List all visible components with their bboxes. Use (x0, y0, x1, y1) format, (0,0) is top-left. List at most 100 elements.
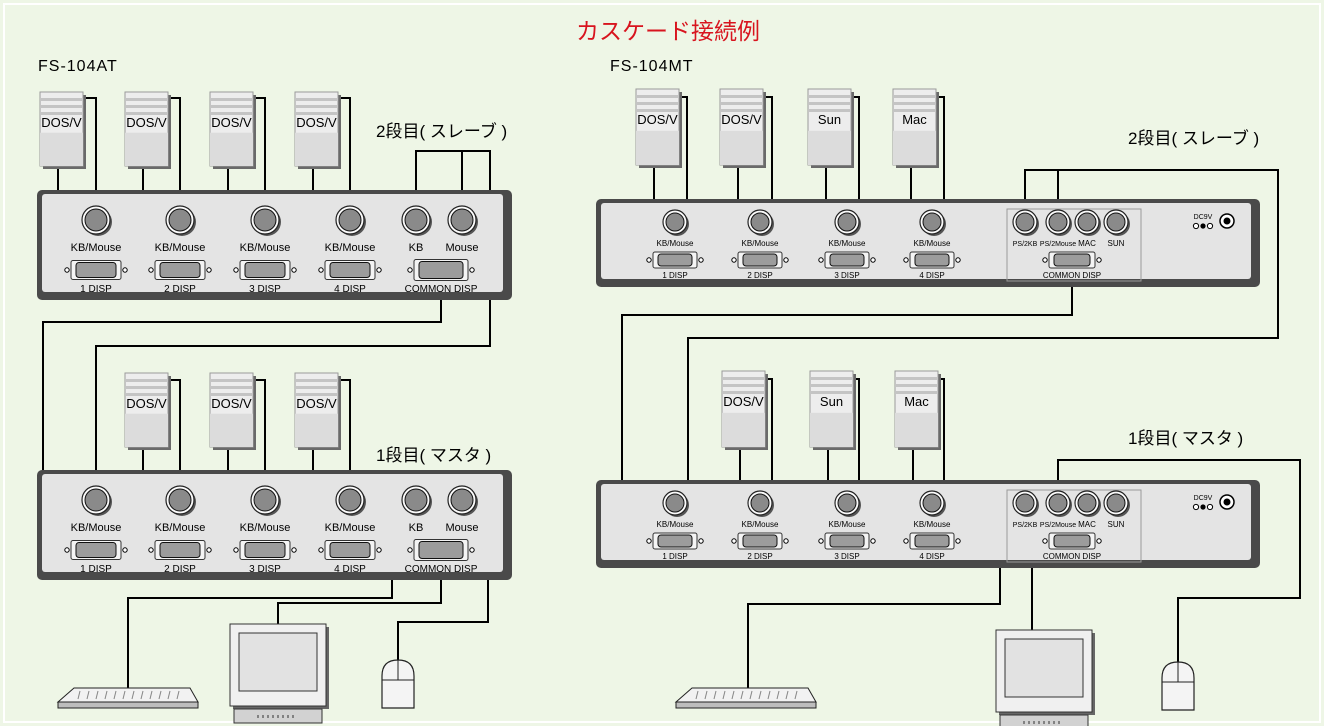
port-inner (750, 212, 770, 232)
disp-label: 1 DISP (662, 552, 687, 561)
disp-connector (903, 532, 961, 550)
kb-cable (338, 379, 351, 486)
dsub-screw (291, 267, 297, 273)
dsub-screw (903, 538, 909, 544)
kb-mouse-port (662, 209, 689, 236)
port-label: KB/Mouse (155, 522, 206, 534)
dsub-body (829, 253, 865, 267)
port-inner (1015, 212, 1035, 232)
common-port (1103, 209, 1130, 236)
monitor-base (999, 714, 1089, 726)
drive-bay (722, 391, 765, 394)
kb-cable (83, 97, 97, 206)
computer-label: Mac (902, 112, 927, 127)
port-inner (1015, 493, 1035, 513)
kb-cable (168, 379, 181, 486)
computer-lower (808, 130, 851, 165)
port-inner (168, 208, 192, 232)
port-inner (404, 208, 428, 232)
key (149, 690, 153, 700)
mouse-icon (381, 659, 415, 709)
monitor-icon (229, 623, 329, 724)
computer-label: DOS/V (723, 394, 764, 409)
kb-cable (253, 97, 266, 206)
port-label: KB/Mouse (71, 522, 122, 534)
polarity-plus (1206, 222, 1214, 230)
dsub-screw (206, 547, 212, 553)
key (713, 690, 717, 700)
diagram-title: カスケード接続例 (576, 18, 760, 44)
disp-connector (64, 540, 128, 560)
dsub-screw (407, 547, 413, 553)
dsub-screw (955, 538, 961, 544)
dsub-screw (646, 257, 652, 263)
key (140, 690, 144, 700)
key (794, 690, 798, 700)
port-label: KB/Mouse (829, 239, 866, 248)
common-mouse-label: Mouse (445, 522, 478, 534)
disp-label: 2 DISP (747, 271, 772, 280)
key (704, 690, 708, 700)
port-inner (1048, 212, 1068, 232)
disp-label: 1 DISP (80, 284, 112, 295)
disp-connector (731, 251, 789, 269)
disp-label: 4 DISP (919, 552, 944, 561)
port-label: KB/Mouse (240, 522, 291, 534)
common-kb-port (401, 205, 432, 236)
mouse-body (381, 659, 415, 709)
dsub-screw (206, 267, 212, 273)
dsub-body (1053, 253, 1091, 267)
computer-tower-icon: DOS/V (124, 372, 171, 450)
kb-mouse-port (919, 209, 946, 236)
dsub-screw (1042, 538, 1048, 544)
port-inner (922, 212, 942, 232)
dsub-body (418, 541, 464, 559)
drive-bay (210, 386, 253, 389)
port-label: KB/Mouse (657, 239, 694, 248)
drive-bay (722, 384, 765, 387)
key (776, 690, 780, 700)
drive-bay (810, 377, 853, 380)
dsub-screw (1096, 257, 1102, 263)
drive-bay (295, 98, 338, 101)
keyboard-icon (674, 687, 817, 709)
disp-label: 4 DISP (334, 564, 366, 575)
disp-label: 3 DISP (834, 552, 859, 561)
key (95, 690, 99, 700)
computer-label: Sun (818, 112, 841, 127)
disp-connector (818, 532, 876, 550)
computer-lower (210, 132, 253, 166)
port-label: KB/Mouse (325, 242, 376, 254)
common-port (1045, 209, 1072, 236)
drive-bay (295, 105, 338, 108)
common-port (1074, 209, 1101, 236)
port-inner (404, 488, 428, 512)
key (167, 690, 171, 700)
dsub-body (829, 534, 865, 548)
port-inner (84, 488, 108, 512)
dsub-body (244, 542, 286, 558)
drive-bay (893, 109, 936, 112)
ps2kb-label: PS/2KB (1013, 241, 1038, 248)
drive-bay (210, 98, 253, 101)
computer-label: DOS/V (126, 396, 167, 411)
computer-tower-icon: DOS/V (721, 370, 768, 450)
kb-mouse-port (662, 490, 689, 517)
key (104, 690, 108, 700)
dsub-screw (646, 538, 652, 544)
dsub-body (159, 542, 201, 558)
drive-bay (210, 379, 253, 382)
port-label: KB/Mouse (914, 520, 951, 529)
dsub-body (657, 253, 693, 267)
computer-label: DOS/V (296, 115, 337, 130)
port-label: KB/Mouse (829, 520, 866, 529)
dsub-screw (469, 547, 475, 553)
drive-bay (295, 379, 338, 382)
computer-tower-icon: DOS/V (124, 91, 171, 169)
monitor-icon (995, 629, 1095, 726)
port-label: KB/Mouse (657, 520, 694, 529)
disp-label: 1 DISP (80, 564, 112, 575)
common-disp-label: COMMON DISP (1043, 552, 1101, 561)
keyboard-front (675, 701, 817, 709)
dsub-screw (407, 267, 413, 273)
